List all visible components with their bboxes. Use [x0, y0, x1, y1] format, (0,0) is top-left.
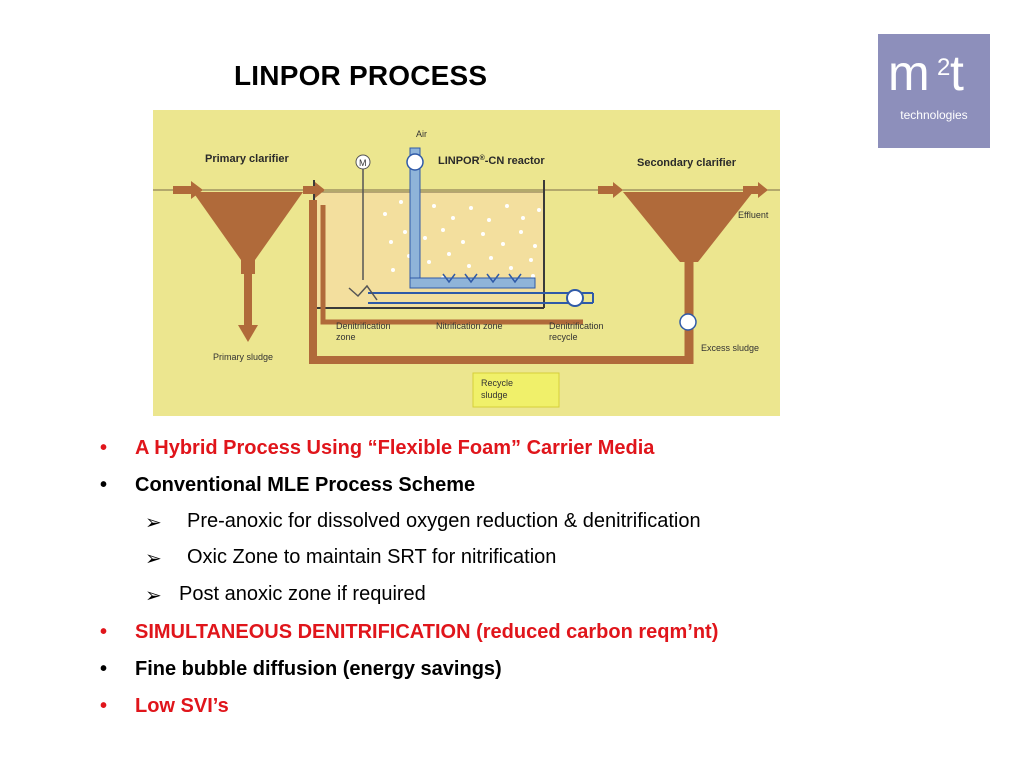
mixer-label: M: [359, 158, 367, 168]
sub-bullet-text: Pre-anoxic for dissolved oxygen reductio…: [187, 510, 701, 532]
bullet-text: A Hybrid Process Using “Flexible Foam” C…: [135, 437, 655, 459]
denitrification-recycle-label-line1: Denitrification: [549, 321, 604, 331]
denitrification-zone-label-line2: zone: [336, 332, 356, 342]
sub-bullet-arrow-icon: ➢: [145, 585, 162, 607]
sub-bullet-text: Oxic Zone to maintain SRT for nitrificat…: [187, 546, 557, 568]
recycle-sludge-line: [309, 200, 689, 364]
bullet-text: SIMULTANEOUS DENITRIFICATION (reduced ca…: [135, 621, 719, 643]
logo-letter: t: [950, 45, 964, 101]
reactor-label: LINPOR®-CN reactor: [438, 154, 545, 167]
secondary-clarifier: [623, 192, 753, 364]
logo-superscript: 2: [937, 54, 951, 81]
logo-mark: m: [888, 45, 930, 101]
mixer-blade: [348, 284, 378, 301]
water-lines: [153, 189, 780, 193]
bullet-marker: •: [100, 695, 108, 717]
slide-title: LINPOR PROCESS: [234, 60, 488, 91]
sub-bullet-arrow-icon: ➢: [145, 548, 162, 570]
recycle-sludge-label-line1: Recycle: [481, 378, 513, 388]
denitrification-recycle-line: [320, 205, 583, 325]
bullet-marker: •: [100, 621, 108, 643]
recycle-sludge-label-line2: sludge: [481, 390, 508, 400]
sub-bullet-text: Post anoxic zone if required: [179, 583, 426, 605]
internal-recycle-pipe: [368, 292, 594, 304]
recycle-pump-icon: [566, 289, 584, 307]
air-valve-icon: [406, 153, 424, 171]
flow-arrows: [173, 181, 768, 199]
logo-subtitle: technologies: [900, 108, 968, 122]
reactor-basin: [314, 192, 544, 308]
primary-clarifier: [193, 192, 303, 342]
excess-sludge-label: Excess sludge: [701, 343, 759, 353]
diffusers: [442, 273, 522, 284]
bullet-text: Low SVI’s: [135, 695, 229, 717]
air-pipe: [409, 147, 536, 289]
air-label: Air: [416, 129, 427, 139]
recycle-sludge-box: [472, 372, 560, 408]
effluent-label: Effluent: [738, 210, 769, 220]
bullet-text: Conventional MLE Process Scheme: [135, 474, 476, 496]
bullet-text: Fine bubble diffusion (energy savings): [135, 658, 502, 680]
denitrification-zone-label-line1: Denitrification: [336, 321, 391, 331]
nitrification-zone-label: Nitrification zone: [436, 321, 503, 331]
bullet-marker: •: [100, 658, 108, 680]
primary-sludge-label: Primary sludge: [213, 352, 273, 362]
company-logo: m 2 t technologies: [878, 34, 990, 148]
bullet-marker: •: [100, 437, 108, 459]
bullet-marker: •: [100, 474, 108, 496]
sub-bullet-arrow-icon: ➢: [145, 512, 162, 534]
primary-clarifier-label: Primary clarifier: [205, 153, 289, 165]
secondary-clarifier-label: Secondary clarifier: [637, 157, 737, 169]
denitrification-recycle-label-line2: recycle: [549, 332, 578, 342]
linpor-process-diagram: M Air Primary clarifier LINPOR®-CN react…: [153, 110, 780, 416]
excess-sludge-pump-icon: [679, 313, 697, 331]
